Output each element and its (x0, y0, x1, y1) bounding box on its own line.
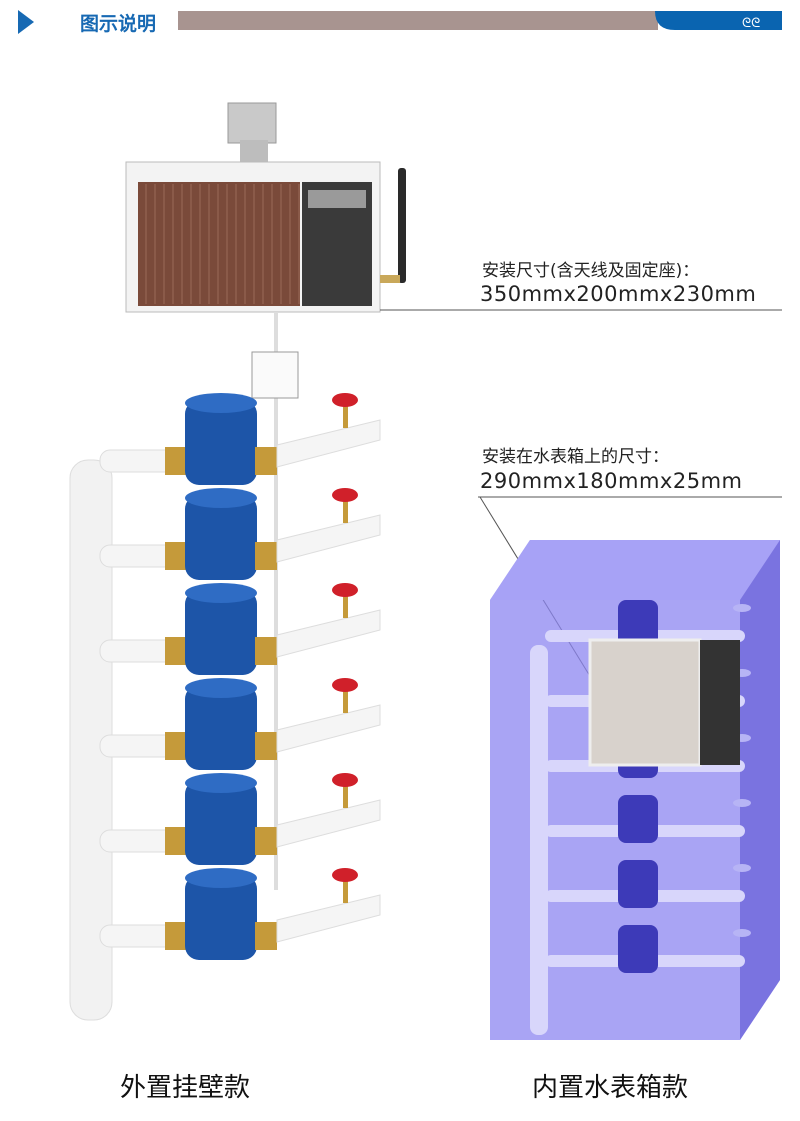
water-meter-assembly (99, 678, 381, 770)
meter-lid (185, 868, 257, 888)
header-bar-end (655, 11, 782, 30)
water-meter (618, 600, 658, 648)
water-meter-assembly (99, 773, 381, 865)
valve-handle-icon (733, 799, 751, 807)
water-meter (185, 590, 257, 675)
external-caption: 外置挂壁款 (120, 1073, 251, 1103)
internal-caption: 内置水表箱款 (532, 1073, 689, 1103)
water-meter (185, 780, 257, 865)
internal-device-panel (588, 638, 702, 767)
meter-box (490, 540, 780, 1040)
valve-stem (343, 495, 348, 523)
meter-lid (185, 488, 257, 508)
outlet-pipe (276, 799, 381, 848)
internal-dim-value: 290mmx180mmx25mm (480, 469, 743, 493)
water-meter (185, 495, 257, 580)
water-meter (185, 875, 257, 960)
water-meter-assembly (99, 488, 381, 580)
swirl-icon: ᘓᘓ (742, 16, 760, 31)
external-dim-label: 安装尺寸(含天线及固定座)： (482, 261, 700, 281)
junction-box (251, 351, 299, 399)
meter-lid (185, 583, 257, 603)
valve-stem (343, 685, 348, 713)
page-title: 图示说明 (80, 13, 157, 35)
brass-fitting (165, 732, 187, 760)
valve-handle-icon (332, 583, 358, 597)
water-meter (618, 860, 658, 908)
brass-fitting (255, 542, 277, 570)
valve-handle-icon (332, 868, 358, 882)
valve-stem (343, 780, 348, 808)
brass-fitting (165, 542, 187, 570)
brass-fitting (165, 637, 187, 665)
outlet-pipe (276, 609, 381, 658)
water-meter-assembly (99, 583, 381, 675)
outlet-pipe (276, 419, 381, 468)
outlet-pipe (276, 514, 381, 563)
header-bar (178, 11, 658, 30)
boxed-meter-assembly (545, 860, 751, 908)
internal-device-display (700, 640, 740, 765)
internal-dim-label: 安装在水表箱上的尺寸： (482, 447, 669, 467)
water-meter (185, 400, 257, 485)
water-meter (618, 795, 658, 843)
water-meter (618, 925, 658, 973)
meter-lid (185, 393, 257, 413)
valve-handle-icon (332, 488, 358, 502)
valve-handle-icon (733, 864, 751, 872)
antenna-icon (398, 168, 406, 283)
brass-fitting (255, 922, 277, 950)
valve-handle-icon (733, 929, 751, 937)
valve-stem (343, 875, 348, 903)
brass-fitting (165, 827, 187, 855)
meter-lid (185, 773, 257, 793)
valve-handle-icon (332, 678, 358, 692)
water-meter-assembly (99, 868, 381, 960)
valve-handle-icon (332, 393, 358, 407)
valve-stem (343, 400, 348, 428)
water-meter (185, 685, 257, 770)
valve-handle-icon (733, 604, 751, 612)
brass-fitting (165, 447, 187, 475)
brass-fitting (255, 447, 277, 475)
meter-lid (185, 678, 257, 698)
valve-handle-icon (332, 773, 358, 787)
valve-stem (343, 590, 348, 618)
solar-panel (138, 182, 300, 306)
external-device (125, 102, 406, 890)
header-arrow-icon (18, 10, 34, 34)
brass-fitting (255, 827, 277, 855)
outlet-pipe (276, 704, 381, 753)
brass-fitting (255, 732, 277, 760)
outlet-pipe (276, 894, 381, 943)
water-meter-assembly (99, 393, 381, 485)
external-dim-value: 350mmx200mmx230mm (480, 282, 757, 306)
boxed-meter-assembly (545, 925, 751, 973)
boxed-meter-assembly (545, 795, 751, 843)
brass-fitting (165, 922, 187, 950)
brass-fitting (255, 637, 277, 665)
